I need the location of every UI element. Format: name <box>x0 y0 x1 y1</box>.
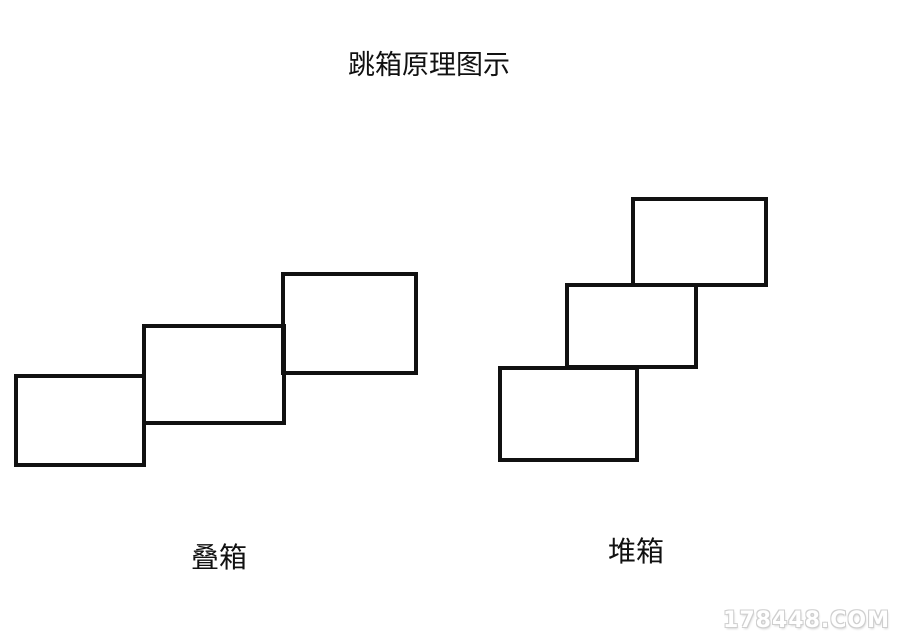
site-watermark: 178448.COM <box>723 608 890 633</box>
right-box-2 <box>565 283 698 369</box>
right-box-3 <box>631 197 768 287</box>
left-box-2 <box>142 324 286 425</box>
left-box-3 <box>281 272 418 375</box>
diagram-title: 跳箱原理图示 <box>348 50 510 81</box>
left-diagram-label: 叠箱 <box>191 541 248 574</box>
right-box-1 <box>498 366 639 462</box>
left-box-1 <box>14 374 146 467</box>
right-diagram-label: 堆箱 <box>608 535 665 568</box>
